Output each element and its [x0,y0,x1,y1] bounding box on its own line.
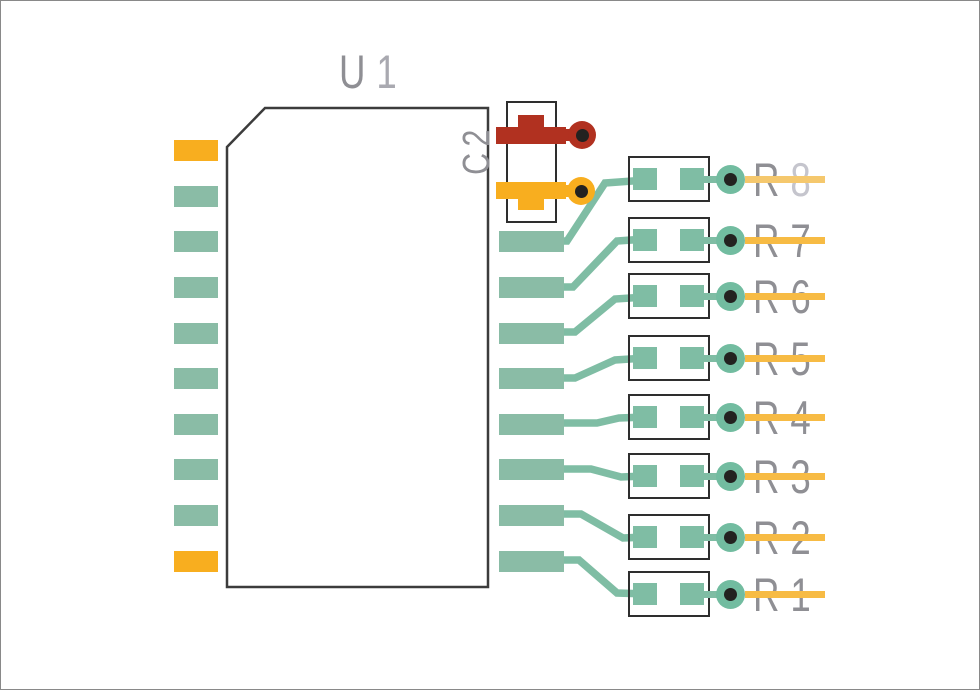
drill-hole [724,289,737,303]
resistor-pad-left-r8[interactable] [633,168,657,190]
resistor-pad-left-r1[interactable] [633,583,657,605]
ic-left-pad-10[interactable] [174,551,218,572]
ic-right-pad-5[interactable] [499,323,564,344]
ic-right-pad-10[interactable] [499,551,564,572]
resistor-ring-link-r2 [701,533,717,541]
resistor-ring-terminal-r4[interactable] [716,402,745,432]
capacitor-ring-terminal-bottom[interactable] [567,177,595,205]
resistor-ring-terminal-r7[interactable] [716,225,745,255]
resistor-pad-right-r1[interactable] [680,583,704,605]
resistor-pad-right-r4[interactable] [680,406,704,428]
resistor-pad-left-r4[interactable] [633,406,657,428]
drill-hole [724,530,737,544]
resistor-ring-link-r1 [701,590,717,598]
ic-left-pad-2[interactable] [174,186,218,207]
wire-r5[interactable] [745,354,825,362]
ic-left-pad-1[interactable] [174,140,218,161]
wire-r4[interactable] [745,413,825,421]
resistor-ring-link-r4 [701,413,717,421]
resistor-pad-right-r5[interactable] [680,347,704,369]
ic-right-pad-4[interactable] [499,277,564,298]
wire-r6[interactable] [745,292,825,300]
resistor-ring-terminal-r3[interactable] [716,461,745,491]
ic-left-pad-3[interactable] [174,231,218,252]
ic-right-pad-9[interactable] [499,505,564,526]
wire-r1[interactable] [745,590,825,598]
copper-trace-r5[interactable] [553,354,647,382]
resistor-pad-left-r6[interactable] [633,285,657,307]
resistor-pad-right-r2[interactable] [680,526,704,548]
resistor-pad-right-r8[interactable] [680,168,704,190]
wire-r8[interactable] [745,175,825,183]
drill-hole [724,587,737,601]
resistor-pad-right-r3[interactable] [680,465,704,487]
wire-r2[interactable] [745,533,825,541]
ic-right-pad-3[interactable] [499,231,564,252]
capacitor-lead-top-step[interactable] [518,115,544,129]
resistor-pad-left-r5[interactable] [633,347,657,369]
wire-r7[interactable] [745,236,825,244]
resistor-pad-right-r7[interactable] [680,229,704,251]
resistor-ring-link-r5 [701,354,717,362]
capacitor-lead-bottom-bar[interactable] [496,182,566,199]
resistor-ring-terminal-r6[interactable] [716,281,745,311]
capacitor-ring-terminal-top[interactable] [568,121,596,149]
drill-hole [724,410,737,424]
capacitor-ref-prefix: C [455,146,498,175]
resistor-ring-terminal-r5[interactable] [716,343,745,373]
copper-trace-r4[interactable] [553,413,647,427]
ic-right-pad-7[interactable] [499,414,564,435]
capacitor-ref-digit: 2 [455,123,498,147]
ic-left-pad-6[interactable] [174,368,218,389]
resistor-ring-link-r6 [701,292,717,300]
ic-left-pad-5[interactable] [174,323,218,344]
resistor-pad-left-r3[interactable] [633,465,657,487]
resistor-ring-link-r8 [701,175,717,183]
wire-r3[interactable] [745,472,825,480]
resistor-ring-terminal-r1[interactable] [716,579,745,609]
drill-hole [724,172,737,186]
drill-hole [724,351,737,365]
resistor-ring-link-r3 [701,472,717,480]
ic-ref-digit: 1 [376,44,408,98]
resistor-pad-left-r7[interactable] [633,229,657,251]
resistor-ring-terminal-r8[interactable] [716,164,745,194]
copper-trace-r1[interactable] [553,556,647,598]
drill-hole [575,128,589,142]
resistor-ring-link-r7 [701,236,717,244]
ic-left-pad-7[interactable] [174,414,218,435]
resistor-pad-right-r6[interactable] [680,285,704,307]
resistor-pad-left-r2[interactable] [633,526,657,548]
ic-left-pad-8[interactable] [174,459,218,480]
ic-body-outline[interactable] [225,106,490,589]
resistor-ring-terminal-r2[interactable] [716,522,745,552]
capacitor-body[interactable] [506,101,557,223]
ic-left-pad-9[interactable] [174,505,218,526]
ic-right-pad-6[interactable] [499,368,564,389]
drill-hole [724,469,737,483]
capacitor-lead-bottom-step[interactable] [518,197,544,210]
capacitor-lead-top-bar[interactable] [496,127,566,144]
drill-hole [724,233,737,247]
ic-right-pad-8[interactable] [499,459,564,480]
ic-left-pad-4[interactable] [174,277,218,298]
drill-hole [574,184,588,198]
ic-ref-prefix: U [339,44,377,98]
copper-trace-r6[interactable] [553,293,647,336]
